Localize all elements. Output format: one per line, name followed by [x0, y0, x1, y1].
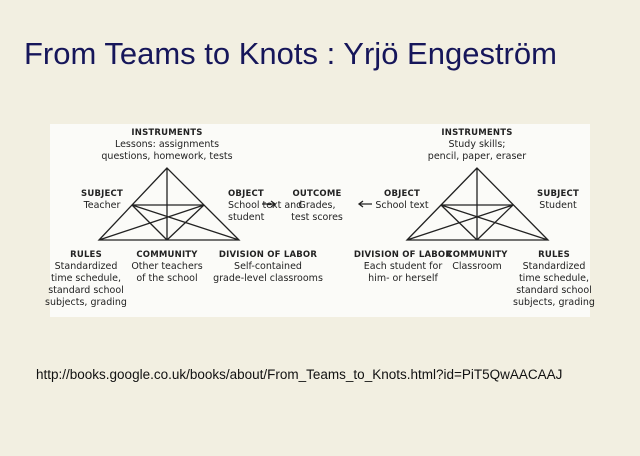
slide-title: From Teams to Knots : Yrjö Engeström: [24, 36, 557, 71]
left-triangle: [97, 167, 241, 241]
source-url[interactable]: http://books.google.co.uk/books/about/Fr…: [36, 367, 563, 382]
arrow-from-object: [357, 200, 372, 208]
triangle-diagrams: [97, 167, 550, 241]
arrow-to-outcome: [262, 200, 277, 208]
right-triangle: [405, 167, 550, 241]
